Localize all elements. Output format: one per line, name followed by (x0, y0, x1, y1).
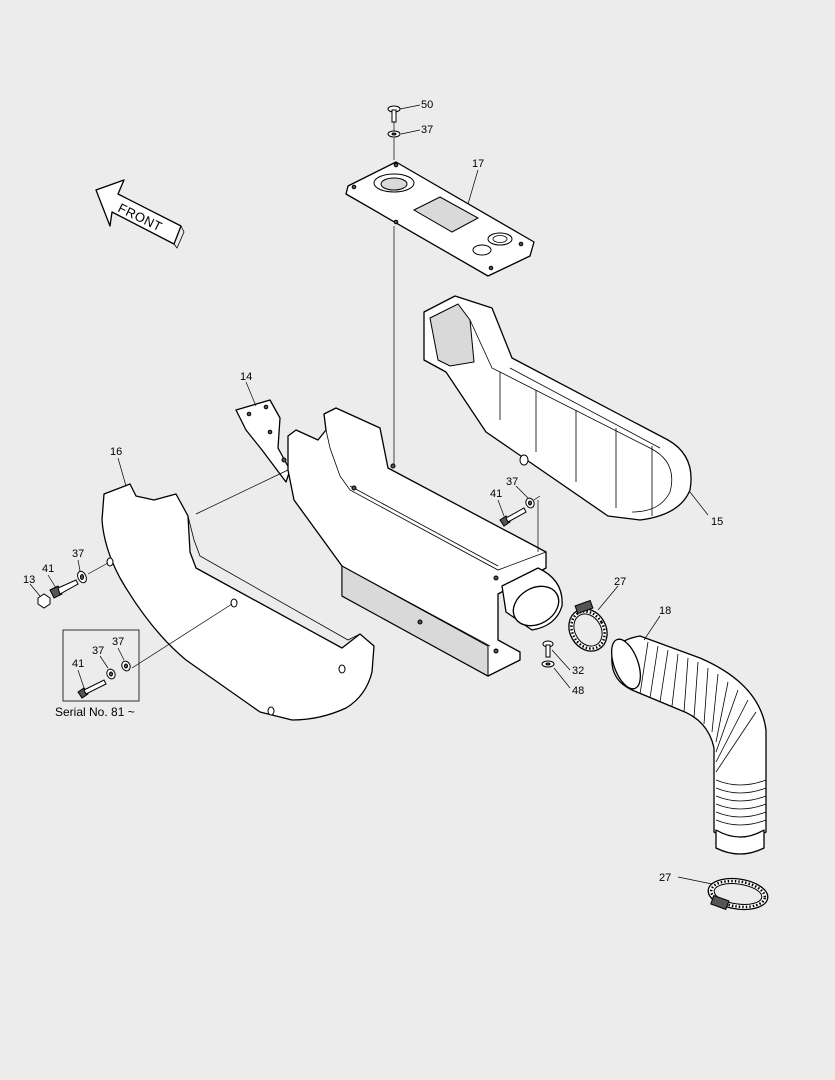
callout-37-top: 37 (421, 124, 433, 136)
callout-48: 48 (572, 685, 584, 697)
bolt-part-41-mid (499, 507, 527, 527)
callout-16: 16 (110, 446, 122, 458)
washer-part-37-top (387, 130, 401, 138)
callout-37-box-b: 37 (112, 636, 124, 648)
callout-37-left: 37 (72, 548, 84, 560)
front-direction-arrow: FRONT (95, 179, 185, 249)
washer-part-37-box-a (106, 668, 116, 680)
serial-detail-box (62, 629, 140, 702)
serial-note: Serial No. 81 ~ (55, 705, 135, 719)
callout-37-mid: 37 (506, 476, 518, 488)
side-cover-part-16 (101, 483, 375, 721)
callout-41-left: 41 (42, 563, 54, 575)
callout-14: 14 (240, 371, 252, 383)
callout-27-top: 27 (614, 576, 626, 588)
callout-50: 50 (421, 99, 433, 111)
washer-part-37-box-b (121, 660, 131, 672)
callout-13: 13 (23, 574, 35, 586)
callout-18: 18 (659, 605, 671, 617)
washer-part-48 (541, 660, 555, 668)
callout-17: 17 (472, 158, 484, 170)
bolt-part-32 (542, 640, 554, 658)
bolt-part-41-left (49, 579, 79, 599)
flex-hose-part-18 (610, 635, 767, 855)
hose-clamp-part-27-upper (568, 599, 608, 652)
callout-27-bottom: 27 (659, 872, 671, 884)
bolt-part-50 (387, 105, 401, 123)
nut-part-13 (37, 593, 51, 609)
bracket-part-14 (235, 399, 291, 483)
rear-shroud-part-15 (423, 295, 692, 521)
callout-15: 15 (711, 516, 723, 528)
callout-32: 32 (572, 665, 584, 677)
callout-41-box: 41 (72, 658, 84, 670)
bolt-part-41-box (77, 679, 107, 699)
callout-41-mid: 41 (490, 488, 502, 500)
washer-part-37-left (77, 570, 87, 584)
washer-part-37-mid (525, 497, 535, 509)
cover-plate-part-17 (345, 161, 535, 277)
duct-housing (281, 407, 563, 677)
hose-clamp-part-27-lower (707, 877, 769, 911)
callout-37-box-a: 37 (92, 645, 104, 657)
